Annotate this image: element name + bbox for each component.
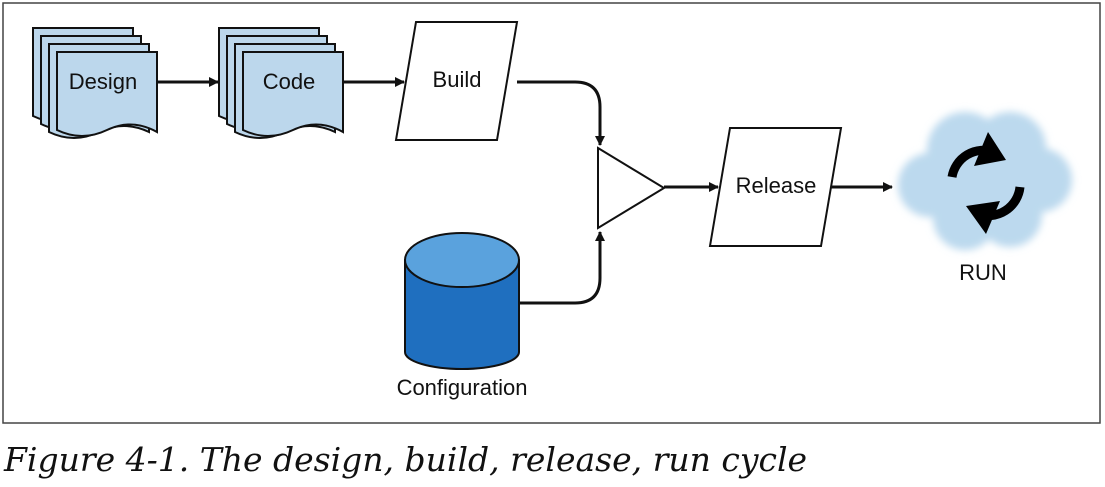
design-document-stack: Design	[32, 27, 158, 139]
code-label: Code	[263, 69, 316, 94]
release-label: Release	[736, 173, 817, 198]
refresh-cycle-icon	[947, 132, 1025, 234]
configuration-database: Configuration	[397, 232, 528, 400]
figure-frame	[2, 2, 1101, 424]
run-cloud: RUN	[898, 112, 1072, 285]
run-label: RUN	[959, 260, 1007, 285]
merge-triangle	[597, 146, 666, 230]
release-step: Release	[708, 127, 843, 247]
code-document-stack: Code	[218, 27, 344, 139]
figure-caption: Figure 4-1. The design, build, release, …	[4, 440, 808, 479]
design-label: Design	[69, 69, 137, 94]
configuration-label: Configuration	[397, 375, 528, 400]
build-label: Build	[433, 67, 482, 92]
arrow-configuration-to-merge	[519, 231, 605, 305]
arrow-build-to-merge	[517, 80, 605, 146]
build-step: Build	[394, 21, 519, 141]
